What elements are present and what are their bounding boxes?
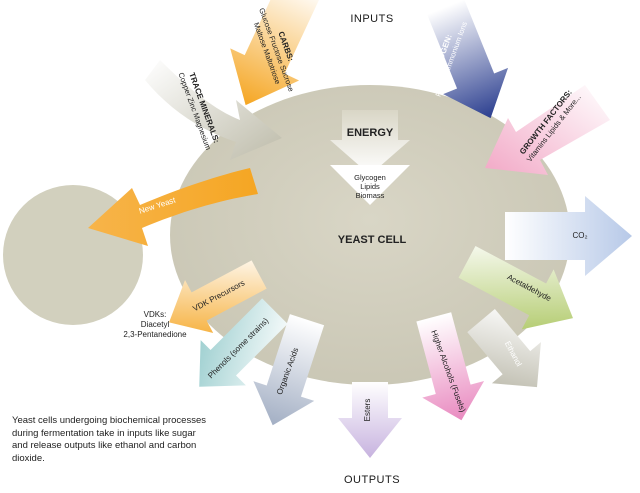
growth-factors-arrow — [485, 85, 610, 175]
carbs-arrow — [230, 0, 323, 106]
acetaldehyde-arrow — [458, 245, 573, 330]
diagram-caption: Yeast cells undergoing biochemical proce… — [12, 415, 206, 464]
energy-label: ENERGY — [347, 127, 394, 139]
vdks-title: VDKs: — [144, 310, 167, 319]
storage-biomass: Biomass — [356, 191, 385, 200]
co2-label: CO₂ — [572, 231, 587, 240]
yeast-cell-title: YEAST CELL — [338, 234, 407, 246]
inputs-header: INPUTS — [350, 13, 393, 25]
vdks-pentanedione: 2,3-Pentanedione — [123, 330, 187, 339]
nitrogen-arrow — [427, 0, 509, 119]
storage-lipids: Lipids — [360, 182, 380, 191]
outputs-header: OUTPUTS — [344, 474, 400, 486]
storage-glycogen: Glycogen — [354, 173, 386, 182]
higher-alcohols-arrow — [416, 312, 485, 421]
ethanol-arrow — [467, 308, 541, 388]
phenols-arrow — [199, 298, 288, 387]
vdks-diacetyl: Diacetyl — [141, 320, 170, 329]
trace-minerals-arrow — [145, 60, 282, 160]
esters-label: Esters — [363, 399, 372, 422]
esters-arrow — [338, 382, 402, 458]
co2-arrow — [505, 196, 632, 276]
energy-arrow — [330, 110, 410, 175]
new-yeast-arrow — [88, 168, 258, 246]
storage-arrow — [330, 165, 410, 205]
vdk-precursors-arrow — [169, 260, 267, 333]
organic-acids-arrow — [253, 314, 325, 426]
